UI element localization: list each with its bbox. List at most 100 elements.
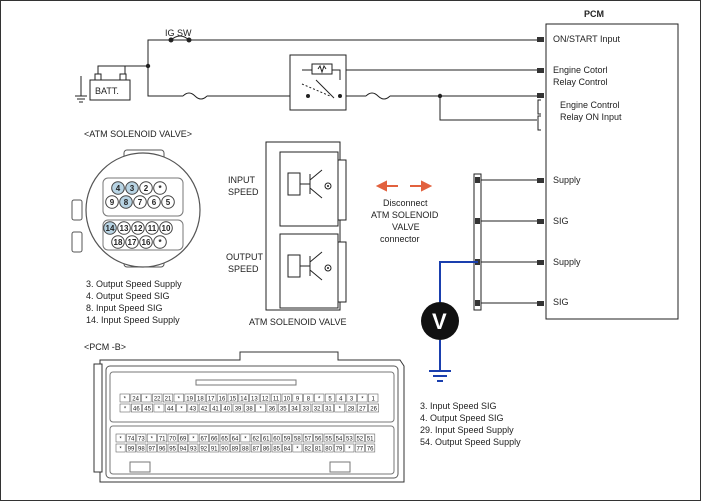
pcm-b-pin-label: 11 [273,396,280,402]
atm-pin-label: 3 [130,184,135,193]
pcm-label-sig-1: SIG [553,216,569,226]
atm-legend: 3. Output Speed Supply 4. Output Speed S… [86,279,182,325]
pcm-b-pin-label: 35 [280,406,287,412]
harness-connector [473,173,482,311]
pcm-b-pin [261,433,272,443]
pcm-label-on-start: ON/START Input [553,34,621,44]
pcm-b-pin-label: * [119,436,122,442]
pcm-b-pin [365,443,376,453]
input-speed-label-1: INPUT [228,175,256,185]
pcm-brackets [537,99,541,131]
pcm-b-pin-label: 55 [325,436,332,442]
pcm-b-pin [146,433,157,443]
pcm-b-pin-label: 77 [356,446,363,452]
pcm-b-pin-label: 74 [128,436,135,442]
pcm-b-pin-label: 44 [167,406,174,412]
pcm-b-pin [157,433,168,443]
atm-pin-label: 7 [138,198,143,207]
atm-pin-label: 2 [144,184,149,193]
pcm-b-pin [357,393,368,403]
pcm-b-pin [311,403,323,413]
disconnect-arrows [375,180,433,192]
pcm-b-pin-label: 87 [252,446,259,452]
pcm-b-pin-label: 82 [304,446,311,452]
pcm-b-pin [334,433,344,443]
pcm-b-pin-label: 19 [186,396,193,402]
pcm-b-pin-label: 95 [169,446,176,452]
pcm-b-pin [334,443,344,453]
pcm-b-pin-label: 73 [138,436,145,442]
atm-pin-label: 12 [134,224,143,233]
pcm-b-pin [302,443,313,453]
pcm-b-pin-label: 51 [367,436,374,442]
pcm-b-pin-label: 5 [328,396,332,402]
pcm-b-pin [230,433,240,443]
pcm-b-pin-label: 98 [138,446,145,452]
atm-pin-label: 6 [152,198,157,207]
pcm-b-legend: 3. Input Speed SIG 4. Output Speed SIG 2… [420,401,521,447]
atm-pin [139,235,153,249]
pcm-b-pin-label: 79 [336,446,343,452]
pcm-b-pin [300,403,312,413]
pcm-b-pin [271,433,282,443]
pcm-b-title: <PCM -B> [84,342,126,352]
pcm-b-pin [270,393,282,403]
pcm-b-pin [198,403,210,413]
main-relay [289,54,347,111]
pcm-b-pin [324,393,336,403]
atm-pin-label: 8 [124,198,129,207]
atm-pin-label: 17 [128,238,137,247]
pcm-b-pin-label: 58 [294,436,301,442]
pcm-b-legend-line: 29. Input Speed Supply [420,425,514,435]
pcm-b-pin-label: 34 [291,406,298,412]
pcm-b-pin-label: 39 [235,406,242,412]
solenoid-block [265,141,347,311]
pcm-b-pin-label: 42 [201,406,208,412]
pcm-b-pin [216,393,228,403]
pcm-b-pin [345,403,357,413]
atm-legend-line: 4. Output Speed SIG [86,291,170,301]
pcm-b-pin [238,393,249,403]
pcm-b-pin [292,433,303,443]
pcm-b-pin-label: 17 [208,396,215,402]
pcm-b-pin-label: 10 [283,396,290,402]
pcm-b-pin-label: 46 [133,406,140,412]
pcm-b-pin [271,443,282,453]
pcm-b-pin-label: 67 [200,436,207,442]
pcm-b-pin-label: 62 [252,436,259,442]
atm-pin [125,235,139,249]
pcm-b-pin-label: 36 [269,406,276,412]
pcm-b-pin [141,393,152,403]
atm-pin [131,221,145,235]
atm-pin-label: 13 [120,224,129,233]
pcm-b-pin-label: 26 [370,406,377,412]
pcm-b-pin [219,443,230,453]
pcm-b-pin [368,393,379,403]
atm-pin [119,195,133,209]
pcm-b-pin [354,443,365,453]
pcm-b-pin [184,393,195,403]
pcm-b-pin-label: 93 [190,446,197,452]
pcm-b-pin-label: 60 [273,436,280,442]
pcm-b-pin [206,393,217,403]
pcm-b-pin [240,433,251,443]
pcm-b-pin [250,433,261,443]
pcm-b-pin-label: 91 [211,446,218,452]
pcm-b-pin [344,443,355,453]
batt-label: BATT. [95,86,119,96]
voltmeter-probe-wires [439,261,478,302]
pcm-label-sig-2: SIG [553,297,569,307]
pcm-b-pin [230,443,240,453]
pcm-b-pin [188,443,199,453]
atm-pin [161,195,175,209]
pcm-b-pin [323,403,334,413]
pcm-b-pin [153,403,165,413]
pcm-b-pin-label: 56 [315,436,322,442]
atm-legend-line: 14. Input Speed Supply [86,315,180,325]
pcm-b-pin [219,433,230,443]
pcm-b-pin [255,403,267,413]
pcm-b-pin [232,403,244,413]
pcm-b-pin-label: 9 [296,396,300,402]
pcm-b-pin-label: * [192,436,195,442]
